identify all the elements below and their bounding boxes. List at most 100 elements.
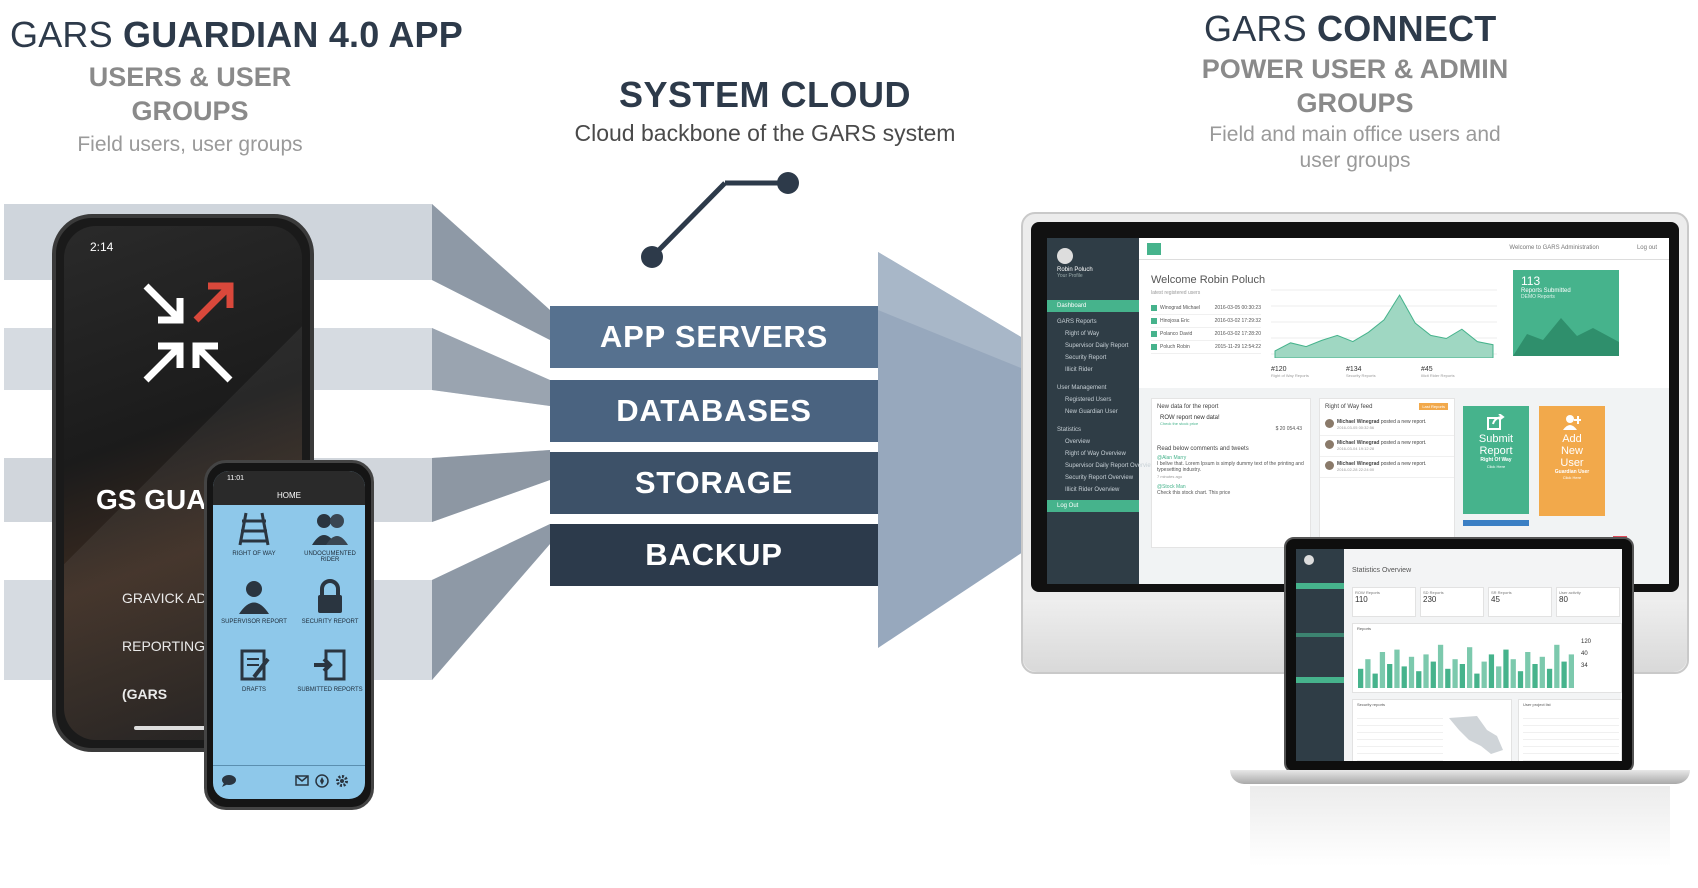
sidebar-item-security-report[interactable]: Security Report — [1065, 355, 1107, 361]
feed-who: Michael Winegrad — [1337, 440, 1380, 446]
band-app-servers: APP SERVERS — [550, 306, 878, 368]
laptop-sidebar — [1296, 549, 1344, 761]
comment1-author: @Alan Marry — [1157, 455, 1187, 461]
sidebar-item-supervisor-daily[interactable]: Supervisor Daily Report — [1065, 343, 1129, 349]
feed-entry[interactable]: Michael Winegrad posted a new report.201… — [1320, 457, 1454, 478]
left-title-bold: GUARDIAN 4.0 APP — [123, 14, 463, 55]
user-row-date: 2015-11-29 12:54:22 — [1214, 344, 1261, 350]
bar — [1372, 673, 1378, 688]
sidebar-item-new-guardian-user[interactable]: New Guardian User — [1065, 409, 1118, 415]
dashboard-sidebar: Robin Poluch Your Profile Dashboard GARS… — [1047, 238, 1156, 584]
sidebar-item-ir-overview[interactable]: Illicit Rider Overview — [1065, 487, 1120, 493]
bar — [1365, 659, 1371, 688]
laptop-title: Statistics Overview — [1352, 567, 1412, 574]
sidebar-item-gars-reports[interactable]: GARS Reports — [1057, 319, 1097, 325]
sidebar-item-dashboard[interactable]: Dashboard — [1047, 300, 1139, 312]
bar — [1459, 664, 1465, 688]
menu-toggle-button[interactable] — [1147, 243, 1161, 255]
action2-line3: User — [1560, 457, 1584, 469]
laptop-bar-chart — [1358, 644, 1574, 688]
feed-text: posted a new report. — [1380, 440, 1427, 446]
sidebar-item-sdr-overview[interactable]: Supervisor Daily Report Overview — [1065, 463, 1156, 469]
user-row-name: Winograd Michael — [1160, 305, 1201, 311]
add-new-user-button[interactable]: Add New User Guardian User Click Here — [1539, 406, 1605, 516]
area-chart — [1271, 289, 1497, 358]
welcome-title: Welcome Robin Poluch — [1151, 274, 1266, 286]
user-row-date: 2016-03-02 17:29:32 — [1214, 318, 1261, 324]
topnav-welcome: Welcome to GARS Administration — [1509, 245, 1599, 251]
tile-right-of-way[interactable]: RIGHT OF WAY — [219, 511, 289, 557]
laptop-security-panel: Security reports — [1352, 699, 1512, 761]
bar — [1525, 652, 1531, 688]
feed-who: Michael Winegrad — [1337, 419, 1380, 425]
gear-icon[interactable] — [335, 774, 349, 788]
left-subtitle-line2: GROUPS — [131, 96, 249, 126]
user-row-icon — [1151, 331, 1157, 337]
sidebar-item-illicit-rider[interactable]: Illicit Rider — [1065, 367, 1093, 373]
laptop-reports-panel: Reports 120 40 34 — [1352, 623, 1622, 693]
sidebar-item-statistics[interactable]: Statistics — [1057, 427, 1082, 433]
sidebar-item-sr-overview[interactable]: Security Report Overview — [1065, 475, 1134, 481]
action1-line3: Right Of Way — [1480, 457, 1512, 463]
right-description-line2: user groups — [1299, 149, 1411, 172]
left-title: GARS GUARDIAN 4.0 APP — [10, 14, 463, 56]
bar — [1554, 644, 1560, 688]
lock-icon — [318, 579, 342, 613]
row-feed-title: Right of Way feed — [1325, 404, 1373, 410]
right-title: GARS CONNECT — [1204, 8, 1496, 50]
submit-report-button[interactable]: Submit Report Right Of Way Click Here — [1463, 406, 1529, 514]
sidebar-item-right-of-way[interactable]: Right of Way — [1065, 331, 1100, 337]
sidebar-item-registered-users[interactable]: Registered Users — [1065, 397, 1112, 403]
tile-security-report[interactable]: SECURITY REPORT — [295, 579, 365, 625]
sidebar-item-overview[interactable]: Overview — [1065, 439, 1091, 445]
submitted-mountain-icon — [1513, 318, 1619, 356]
sidebar-item-row-overview[interactable]: Right of Way Overview — [1065, 451, 1126, 457]
bar — [1437, 644, 1444, 688]
tile-undocumented-rider[interactable]: UNDOCUMENTED RIDER — [295, 511, 365, 563]
share-icon — [1487, 413, 1505, 430]
tile-drafts[interactable]: DRAFTS — [219, 647, 289, 693]
user-row-name: Hinojosa Eric — [1160, 318, 1190, 324]
feed-entry[interactable]: Michael Winegrad posted a new report.201… — [1320, 436, 1454, 457]
avatar — [1057, 248, 1073, 264]
mail-icon[interactable] — [295, 775, 309, 787]
bar — [1401, 666, 1407, 688]
stat-value: #45 — [1421, 366, 1433, 373]
tile-submitted-reports[interactable]: SUBMITTED REPORTS — [295, 647, 365, 693]
phone-large-time: 2:14 — [90, 240, 114, 254]
kpi-label: SD Reports — [1423, 590, 1444, 595]
user-row-name: Polanco David — [1160, 331, 1193, 337]
sidebar-item-logout[interactable]: Log Out — [1047, 500, 1139, 512]
bar — [1481, 661, 1487, 688]
row-feed-badge: Last Reports — [1419, 403, 1448, 410]
laptop-base — [1230, 770, 1690, 784]
bar — [1467, 647, 1473, 688]
bar — [1423, 654, 1429, 688]
user-row[interactable]: Hinojosa Eric 2016-03-02 17:29:32 — [1151, 315, 1261, 328]
feed-title: New data for the report — [1157, 404, 1219, 410]
stat-label: Security Reports — [1346, 373, 1376, 378]
phone-small-bottombar — [213, 765, 365, 799]
sidebar-item-user-management[interactable]: User Management — [1057, 385, 1107, 391]
topnav-logout-link[interactable]: Log out — [1636, 245, 1657, 251]
right-title-plain: GARS — [1204, 8, 1318, 49]
tile-supervisor-report[interactable]: SUPERVISOR REPORT — [219, 579, 289, 625]
comment2-author: @Stock Man — [1157, 484, 1186, 490]
feed-entry[interactable]: Michael Winegrad posted a new report.201… — [1320, 415, 1454, 436]
kpi-value: 80 — [1559, 595, 1568, 604]
new-data-panel: New data for the report ROW report new d… — [1151, 398, 1311, 548]
chat-icon[interactable] — [221, 774, 237, 788]
group-icon — [312, 514, 348, 545]
laptop-side-values: 120 40 34 — [1581, 636, 1591, 672]
kpi-label: SR Reports — [1491, 590, 1512, 595]
laptop-user-panel: User project list — [1518, 699, 1622, 761]
compass-icon[interactable] — [315, 774, 329, 788]
